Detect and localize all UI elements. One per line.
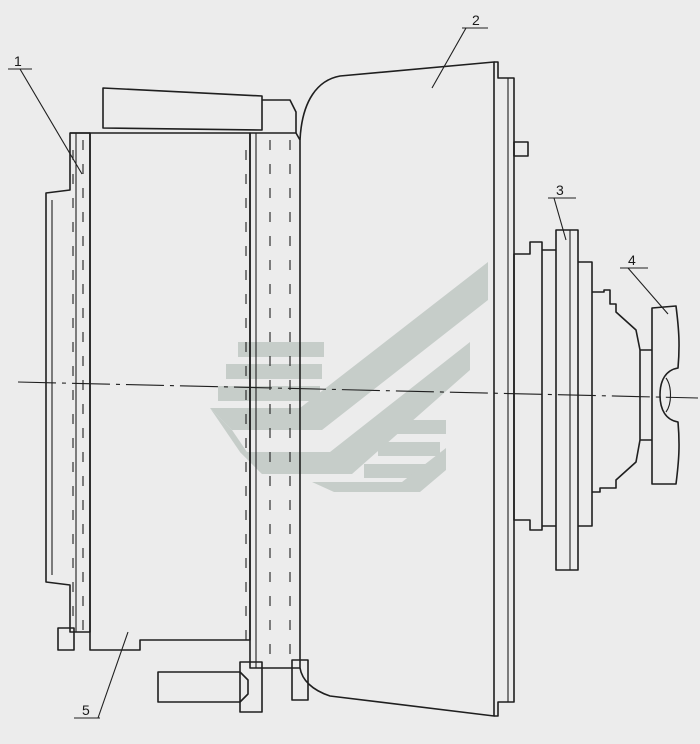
watermark-chevron <box>210 408 262 474</box>
callout-5: 5 <box>82 702 90 718</box>
coupling-outer <box>578 261 593 527</box>
watermark-chevron <box>312 448 446 492</box>
watermark-bar <box>226 364 322 379</box>
coupling-joint <box>542 249 556 527</box>
coupling-hub <box>513 229 593 571</box>
bell-flange <box>494 61 515 717</box>
hidden-lines <box>72 140 291 660</box>
pulley-neck <box>640 349 652 441</box>
bell-housing-outline <box>299 61 495 717</box>
watermark-bar <box>218 386 320 401</box>
coupling-disk <box>555 229 579 571</box>
watermark-chevron <box>240 342 470 474</box>
watermark-bar <box>378 442 440 456</box>
leader-4 <box>627 267 669 315</box>
callout-3: 3 <box>556 182 564 198</box>
pulley-assembly <box>592 289 680 493</box>
coupling-inner <box>513 241 543 531</box>
watermark-chevron <box>210 262 488 430</box>
watermark-logo <box>210 262 488 492</box>
leader-lines <box>8 27 669 719</box>
stud-washer <box>291 659 309 701</box>
leader-5 <box>97 631 129 719</box>
pulley-wheel <box>651 305 680 485</box>
callout-2: 2 <box>472 12 480 28</box>
flange-bolt <box>57 627 75 651</box>
callout-1: 1 <box>14 53 22 69</box>
pulley-hub <box>592 289 641 493</box>
leader-1 <box>19 68 83 175</box>
leader-3 <box>553 197 567 241</box>
leader-2 <box>431 27 467 89</box>
top-block <box>102 87 263 131</box>
main-housing <box>89 87 309 713</box>
top-block-neck <box>262 99 297 133</box>
bottom-stud <box>157 671 249 703</box>
watermark-bar <box>238 342 324 357</box>
center-axis <box>17 381 699 399</box>
pulley-groove <box>665 377 672 413</box>
stud-nut <box>239 661 263 713</box>
bell-bolt <box>513 141 529 157</box>
callout-4: 4 <box>628 252 636 268</box>
middle-ring <box>249 132 301 669</box>
